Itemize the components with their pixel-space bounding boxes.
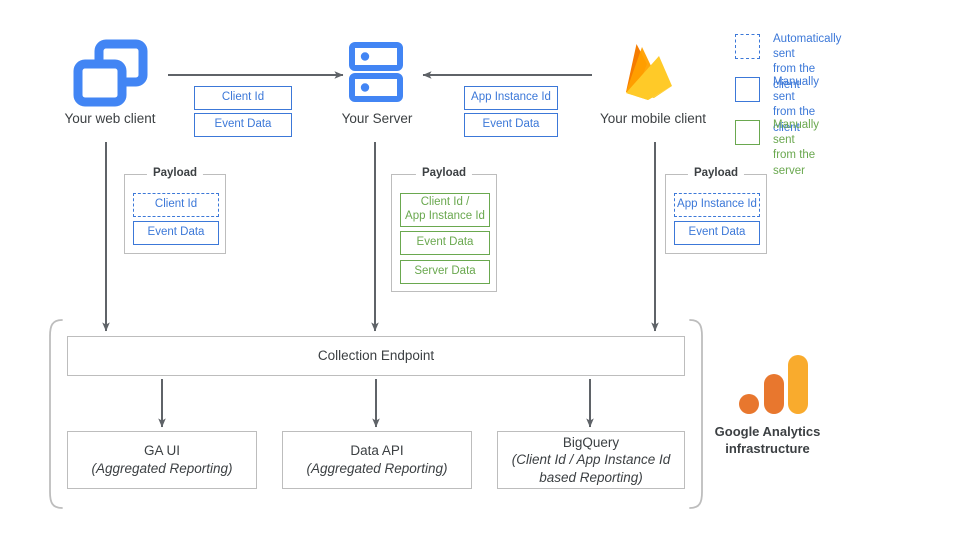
payload-server-title: Payload <box>415 167 473 179</box>
legend-swatch-dashed-blue <box>735 34 760 59</box>
destination-bigquery: BigQuery (Client Id / App Instance Id ba… <box>497 431 685 489</box>
destination-ga-ui-title: GA UI <box>143 443 180 459</box>
payload-mobile-client-title: Payload <box>687 167 745 179</box>
legend-swatch-solid-green <box>735 120 760 145</box>
infrastructure-bracket-left <box>49 319 63 509</box>
payload-server-server-data: Server Data <box>400 260 490 284</box>
collection-endpoint-box: Collection Endpoint <box>67 336 685 376</box>
payload-server: Payload Client Id / App Instance Id Even… <box>391 167 497 292</box>
google-analytics-icon <box>738 354 808 416</box>
payload-server-client-or-app-id: Client Id / App Instance Id <box>400 193 490 227</box>
destination-data-api-title: Data API <box>350 443 404 459</box>
server-label: Your Server <box>341 111 413 126</box>
payload-mobile-client: Payload App Instance Id Event Data <box>665 167 767 254</box>
infrastructure-label: Google Analytics infrastructure <box>714 424 821 456</box>
payload-web-client: Payload Client Id Event Data <box>124 167 226 254</box>
destination-bigquery-title: BigQuery <box>562 434 620 450</box>
mobile-client-label: Your mobile client <box>599 111 707 126</box>
chip-web-client-id: Client Id <box>194 86 292 110</box>
web-client-label: Your web client <box>64 111 156 126</box>
payload-web-client-title: Payload <box>146 167 204 179</box>
chip-mobile-app-instance-id: App Instance Id <box>464 86 558 110</box>
payload-web-client-id: Client Id <box>133 193 219 217</box>
web-client-icon <box>70 38 150 108</box>
destination-ga-ui: GA UI (Aggregated Reporting) <box>67 431 257 489</box>
legend-label-automatic-client: Automatically sent from the client <box>773 33 842 91</box>
legend-label-manual-server: Manually sent from the server <box>773 119 820 177</box>
chip-mobile-event-data: Event Data <box>464 113 558 137</box>
server-icon <box>348 40 406 106</box>
infrastructure-bracket-right <box>689 319 703 509</box>
payload-mobile-app-instance-id: App Instance Id <box>674 193 760 217</box>
chip-web-event-data: Event Data <box>194 113 292 137</box>
payload-web-event-data: Event Data <box>133 221 219 245</box>
destination-ga-ui-subtitle: (Aggregated Reporting) <box>91 461 233 476</box>
payload-server-event-data: Event Data <box>400 231 490 255</box>
destination-data-api: Data API (Aggregated Reporting) <box>282 431 472 489</box>
destination-bigquery-subtitle: (Client Id / App Instance Id based Repor… <box>511 452 671 485</box>
payload-mobile-event-data: Event Data <box>674 221 760 245</box>
legend-swatch-solid-blue <box>735 77 760 102</box>
firebase-icon <box>614 36 686 108</box>
legend-label-manual-client: Manually sent from the client <box>773 76 820 134</box>
collection-endpoint-label: Collection Endpoint <box>317 348 435 364</box>
destination-data-api-subtitle: (Aggregated Reporting) <box>306 461 448 476</box>
